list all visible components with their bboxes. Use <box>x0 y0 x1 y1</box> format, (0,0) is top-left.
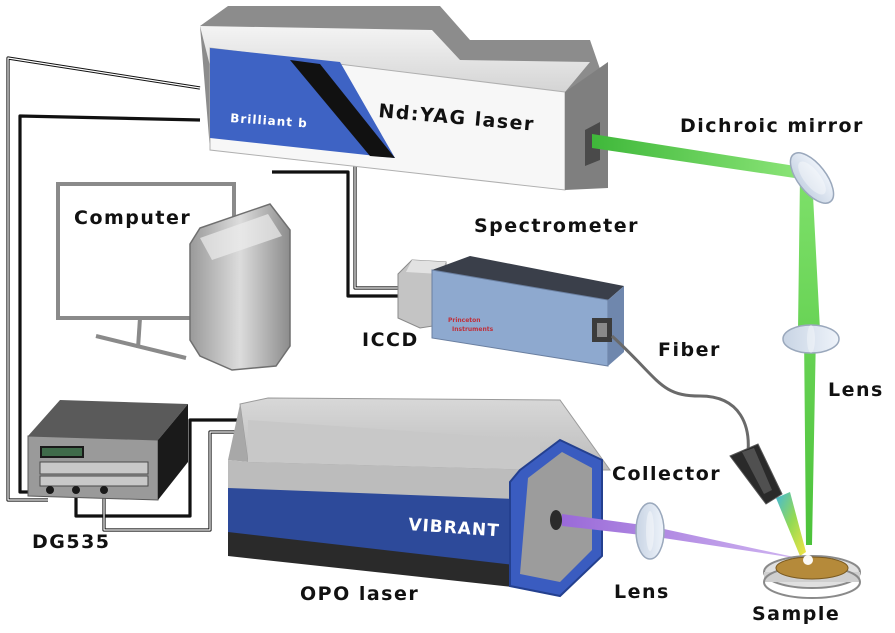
computer: Computer <box>56 182 291 371</box>
dg535: DG535 <box>27 400 188 553</box>
fiber: Fiber <box>610 334 750 453</box>
violet-beam <box>562 514 808 560</box>
spectrometer: Princeton Instruments Spectrometer ICCD <box>362 215 639 367</box>
opo-label: OPO laser <box>300 583 419 605</box>
green-beam <box>592 134 820 545</box>
sample: Sample <box>752 555 861 625</box>
computer-label: Computer <box>74 207 191 229</box>
spectrometer-top <box>432 256 624 300</box>
plasma-spot <box>803 555 813 565</box>
lens-top-label: Lens <box>828 379 884 401</box>
lens-top: Lens <box>782 324 884 401</box>
fiber-label: Fiber <box>658 339 721 361</box>
opo-blue-band <box>228 488 540 570</box>
iccd-label: ICCD <box>362 329 419 351</box>
ndyag-laser: Brilliant b Nd:YAG laser <box>200 6 608 191</box>
opo-laser: VIBRANT OPO laser <box>228 397 611 605</box>
lens-bottom: Lens <box>614 502 670 603</box>
spectrometer-brand-1: Princeton <box>448 317 481 324</box>
collected-light <box>776 492 806 556</box>
dichroic-mirror: Dichroic mirror <box>680 115 864 204</box>
spectrometer-label: Spectrometer <box>474 215 639 237</box>
sample-label: Sample <box>752 603 840 625</box>
spectrometer-brand-2: Instruments <box>452 326 494 333</box>
collector-label: Collector <box>612 463 721 485</box>
dichroic-label: Dichroic mirror <box>680 115 864 137</box>
ndyag-black-stripe <box>290 60 395 158</box>
lens-bottom-label: Lens <box>614 581 670 603</box>
dg535-label: DG535 <box>32 531 111 553</box>
collector: Collector <box>612 443 806 556</box>
brilliant-label: Brilliant b <box>230 111 308 130</box>
